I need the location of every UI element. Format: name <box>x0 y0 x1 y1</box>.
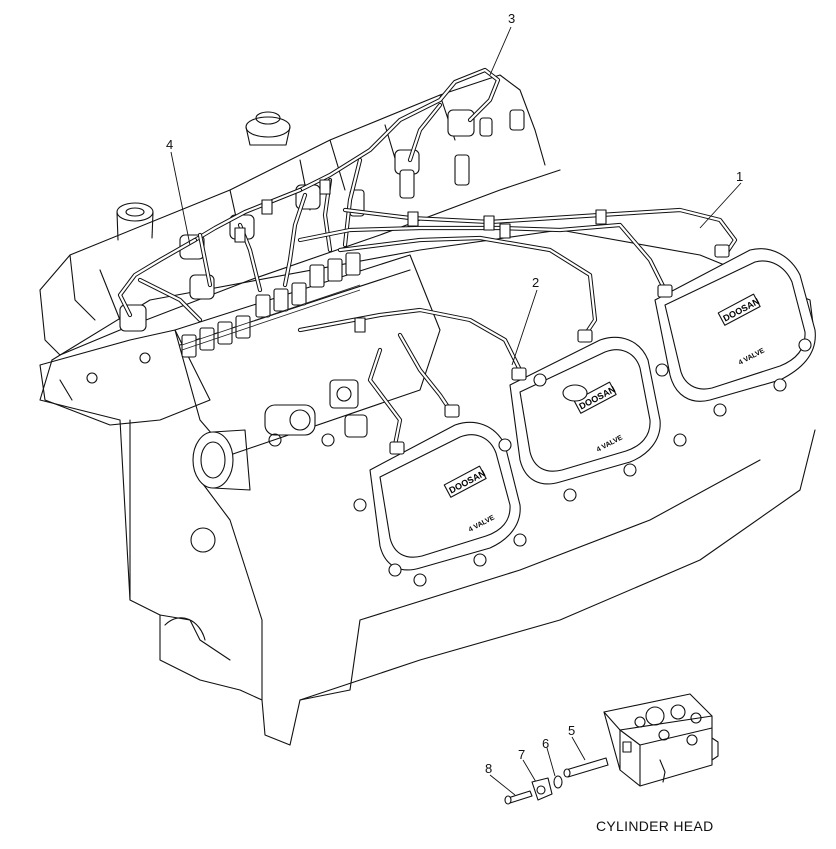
engine-block <box>39 229 816 746</box>
head-bolts <box>353 338 812 587</box>
rocker-cover-rear: DOOSAN 4 VALVE <box>654 248 816 402</box>
fuel-injection-pump <box>174 252 441 491</box>
exploded-parts <box>504 757 609 805</box>
callout-5: 5 <box>568 723 576 738</box>
callout-4: 4 <box>166 137 174 152</box>
callout-6: 6 <box>542 736 550 751</box>
callout-3: 3 <box>508 11 516 26</box>
callout-8: 8 <box>485 761 493 776</box>
fuel-pipes <box>117 67 738 455</box>
callout-7: 7 <box>518 747 526 762</box>
callout-1: 1 <box>736 169 744 184</box>
leader-lines <box>170 26 742 796</box>
rocker-cover-middle: DOOSAN 4 VALVE <box>509 336 661 485</box>
cylinder-head-inset <box>603 693 719 787</box>
callout-2: 2 <box>532 275 540 290</box>
inset-caption: CYLINDER HEAD <box>596 818 714 834</box>
